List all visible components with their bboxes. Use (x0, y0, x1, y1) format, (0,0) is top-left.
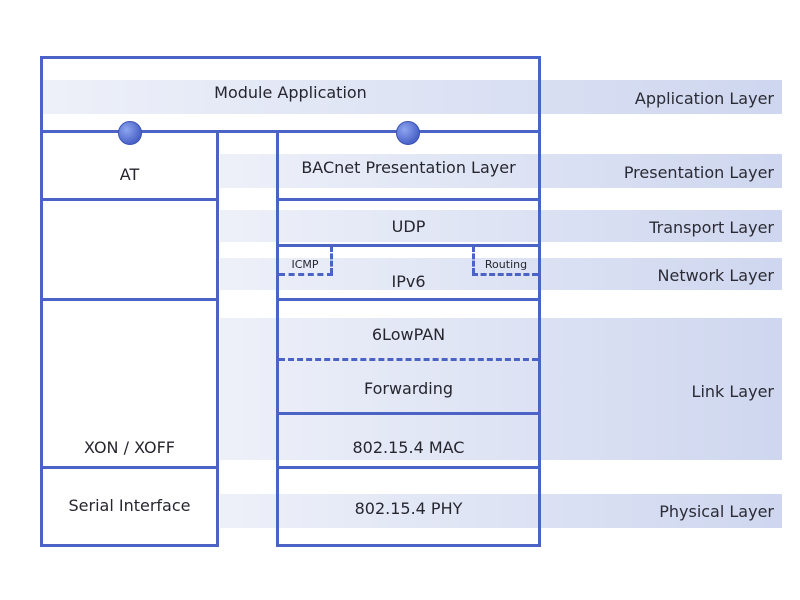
routing-label: Routing (484, 258, 528, 271)
routing-box-bottom-edge (472, 273, 538, 276)
left-connection-dot (118, 121, 142, 145)
left-divider-2 (40, 298, 219, 301)
left-divider-1 (40, 198, 219, 201)
right-divider-5 (276, 466, 541, 469)
link-layer-label: Link Layer (691, 382, 774, 401)
presentation-layer-label: Presentation Layer (623, 163, 774, 182)
transport-layer-label: Transport Layer (649, 218, 774, 237)
transport-layer-band (220, 210, 782, 242)
right-divider-4 (276, 412, 541, 415)
mac-label: 802.15.4 MAC (352, 438, 465, 457)
icmp-box-right-edge (330, 246, 333, 274)
right-divider-3 (276, 298, 541, 301)
right-stack-left-edge (276, 130, 279, 547)
right-stack-bottom-edge (276, 544, 541, 547)
right-connection-dot (396, 121, 420, 145)
network-layer-label: Network Layer (657, 266, 775, 285)
serial-interface-label: Serial Interface (68, 496, 191, 515)
right-dashed-divider (279, 358, 538, 361)
physical-layer-label: Physical Layer (659, 502, 774, 521)
physical-layer-band (220, 494, 782, 528)
bacnet-presentation-label: BACnet Presentation Layer (301, 158, 516, 177)
udp-label: UDP (391, 217, 426, 236)
icmp-box-bottom-edge (279, 273, 333, 276)
presentation-layer-band (220, 154, 782, 188)
routing-box-left-edge (472, 246, 475, 274)
left-stack-left-edge (40, 56, 43, 547)
ipv6-label: IPv6 (391, 272, 426, 291)
phy-label: 802.15.4 PHY (354, 499, 463, 518)
lowpan-label: 6LowPAN (371, 325, 446, 344)
module-application-title: Module Application (214, 83, 367, 102)
right-divider-1 (276, 198, 541, 201)
left-stack-right-edge (216, 130, 219, 547)
icmp-label: ICMP (291, 258, 319, 271)
xon-xoff-label: XON / XOFF (84, 438, 175, 457)
left-stack-bottom-edge (40, 544, 219, 547)
module-divider (40, 130, 541, 133)
right-stack-right-edge (538, 56, 541, 547)
application-layer-band (40, 80, 782, 114)
link-layer-band (220, 318, 782, 460)
right-divider-2 (276, 244, 541, 247)
left-divider-3 (40, 466, 219, 469)
at-label: AT (119, 165, 140, 184)
application-layer-label: Application Layer (634, 89, 774, 108)
forwarding-label: Forwarding (363, 379, 454, 398)
